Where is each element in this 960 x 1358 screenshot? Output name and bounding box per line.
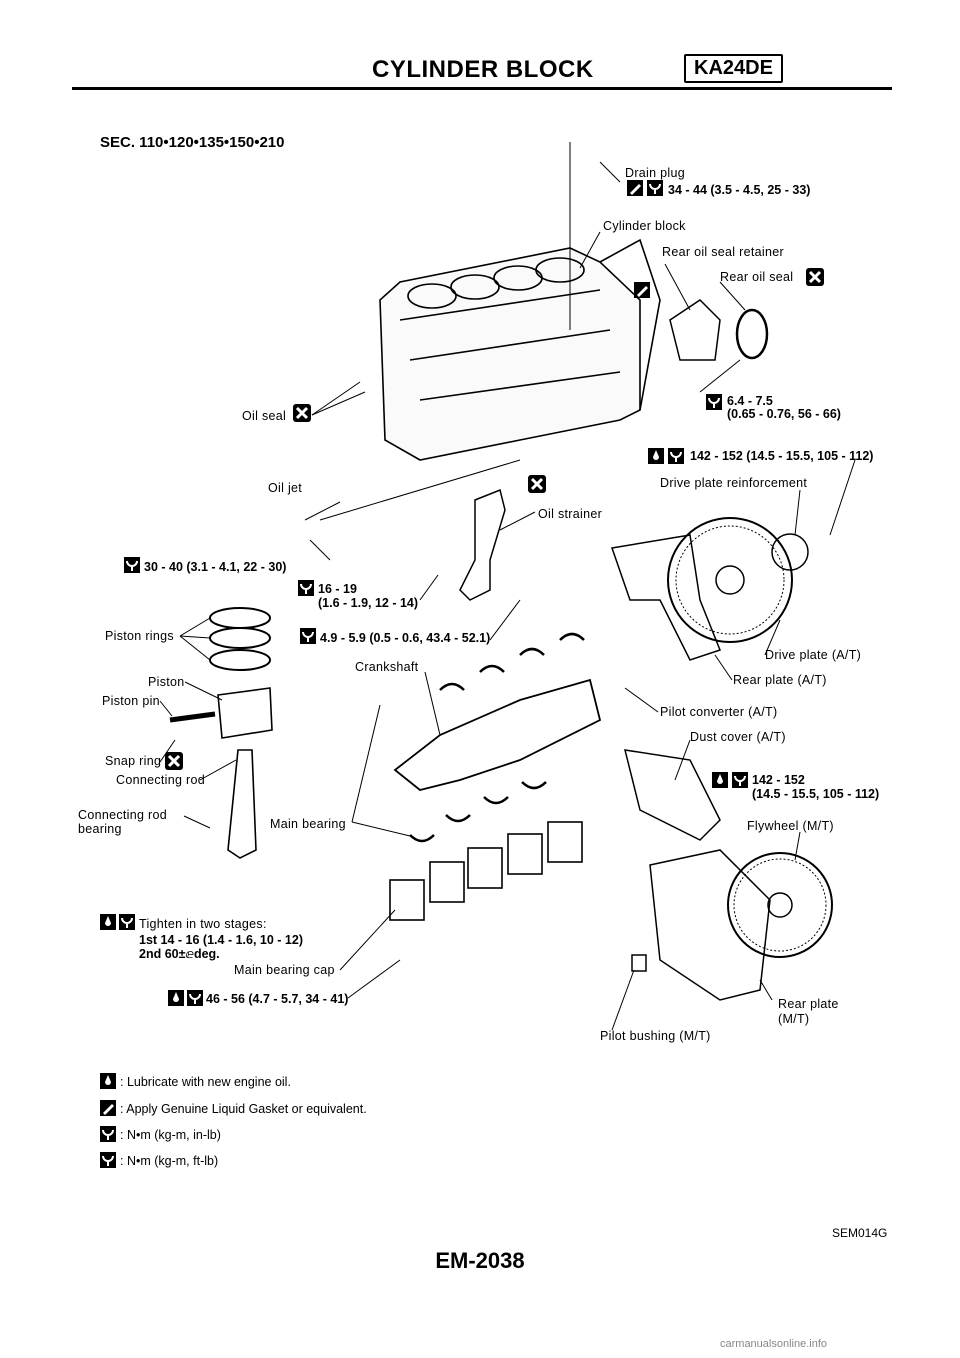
torque-oil-jet: 30 - 40 (3.1 - 4.1, 22 - 30)	[144, 560, 287, 574]
torque-wrench-icon	[646, 179, 664, 197]
label-drain-plug: Drain plug	[625, 166, 685, 180]
drive-plate-at	[667, 517, 809, 643]
oil-strainer	[459, 488, 506, 601]
label-pilot-bushing: Pilot bushing (M/T)	[600, 1029, 711, 1043]
main-bearing-caps	[389, 821, 583, 921]
label-connecting-rod-bearing-2: bearing	[78, 822, 122, 836]
rear-oil-seal-retainer	[669, 299, 721, 361]
oil-can-icon	[100, 914, 116, 930]
liquid-gasket-icon	[100, 1100, 116, 1116]
torque-flywheel-1: 142 - 152	[752, 773, 805, 787]
page-header: CYLINDER BLOCK KA24DE	[72, 52, 892, 88]
oil-can-icon	[712, 772, 728, 788]
label-piston-rings: Piston rings	[105, 629, 174, 643]
torque-strainer-2: (1.6 - 1.9, 12 - 14)	[318, 596, 419, 610]
crankshaft	[393, 678, 602, 791]
label-tighten-two-stages: Tighten in two stages:	[139, 917, 267, 931]
rear-plate-mt	[649, 849, 771, 1001]
model-badge: KA24DE	[684, 54, 783, 83]
torque-wrench-icon	[123, 556, 141, 574]
legend-item-torque-in-lb: : N•m (kg-m, in-lb)	[120, 1128, 221, 1142]
replace-part-icon	[804, 266, 826, 288]
torque-stage-1: 1st 14 - 16 (1.4 - 1.6, 10 - 12)	[139, 933, 303, 947]
torque-wrench-icon	[99, 1151, 117, 1169]
label-piston-pin: Piston pin	[102, 694, 160, 708]
label-rear-oil-seal-retainer: Rear oil seal retainer	[662, 245, 784, 259]
liquid-gasket-icon	[627, 180, 643, 196]
torque-drive-plate: 142 - 152 (14.5 - 15.5, 105 - 112)	[690, 449, 874, 463]
cylinder-block	[379, 238, 661, 461]
label-snap-ring: Snap ring	[105, 754, 162, 768]
label-oil-jet: Oil jet	[268, 481, 303, 495]
label-piston: Piston	[148, 675, 185, 689]
label-flywheel-mt: Flywheel (M/T)	[747, 819, 834, 833]
page-number: EM-2038	[435, 1248, 525, 1273]
pilot-bushing	[631, 954, 647, 972]
piston-rings	[209, 607, 271, 671]
replace-part-icon	[163, 750, 185, 772]
label-main-bearing-cap: Main bearing cap	[234, 963, 335, 977]
connecting-rod	[227, 749, 257, 859]
label-oil-strainer: Oil strainer	[538, 507, 603, 521]
watermark: carmanualsonline.info	[720, 1338, 828, 1350]
torque-wrench-icon	[99, 1125, 117, 1143]
torque-wrench-icon	[667, 447, 685, 465]
torque-wrench-icon	[731, 771, 749, 789]
oil-can-icon	[648, 448, 664, 464]
torque-main-cap: 46 - 56 (4.7 - 5.7, 34 - 41)	[206, 992, 349, 1006]
piston-pin	[169, 711, 216, 723]
legend-item-torque-ft-lb: : N•m (kg-m, ft-lb)	[120, 1154, 219, 1168]
torque-strainer-1: 16 - 19	[318, 582, 357, 596]
main-bearings	[409, 632, 585, 843]
leader-lines	[159, 142, 856, 1031]
label-rear-oil-seal: Rear oil seal	[720, 270, 794, 284]
label-connecting-rod-bearing-1: Connecting rod	[78, 808, 167, 822]
torque-wrench-icon	[297, 579, 315, 597]
label-rear-plate-at: Rear plate (A/T)	[733, 673, 827, 687]
torque-retainer-2: (0.65 - 0.76, 56 - 66)	[727, 407, 841, 421]
replace-part-icon	[291, 402, 313, 424]
label-rear-plate-mt-1: Rear plate	[778, 997, 839, 1011]
oil-can-icon	[168, 990, 184, 1006]
torque-drain-plug: 34 - 44 (3.5 - 4.5, 25 - 33)	[668, 183, 811, 197]
legend-item-lubricate: : Lubricate with new engine oil.	[120, 1075, 291, 1089]
replace-part-icon	[526, 473, 548, 495]
label-cylinder-block: Cylinder block	[603, 219, 686, 233]
piston	[217, 687, 273, 739]
label-pilot-converter: Pilot converter (A/T)	[660, 705, 778, 719]
torque-flywheel-2: (14.5 - 15.5, 105 - 112)	[752, 787, 880, 801]
torque-strainer-bolt: 4.9 - 5.9 (0.5 - 0.6, 43.4 - 52.1)	[320, 631, 491, 645]
label-connecting-rod: Connecting rod	[116, 773, 205, 787]
figure-id: SEM014G	[832, 1226, 888, 1240]
flywheel-mt	[727, 852, 833, 958]
label-oil-seal: Oil seal	[242, 409, 287, 423]
oil-can-icon	[100, 1073, 116, 1089]
dust-cover	[623, 749, 721, 841]
label-drive-plate-at: Drive plate (A/T)	[765, 648, 862, 662]
torque-wrench-icon	[299, 627, 317, 645]
label-drive-plate-reinforcement: Drive plate reinforcement	[660, 476, 808, 490]
legend-item-liquid-gasket: : Apply Genuine Liquid Gasket or equival…	[120, 1102, 367, 1116]
torque-wrench-icon	[186, 989, 204, 1007]
label-crankshaft: Crankshaft	[355, 660, 419, 674]
torque-retainer-1: 6.4 - 7.5	[727, 394, 773, 408]
rear-oil-seal	[735, 308, 769, 360]
liquid-gasket-icon	[634, 282, 650, 298]
torque-wrench-icon	[118, 913, 136, 931]
header-rule	[72, 87, 892, 90]
torque-stage-2: 2nd 60±ⅇdeg.	[139, 947, 220, 961]
section-code: SEC. 110•120•135•150•210	[100, 134, 285, 151]
rear-plate-at	[611, 534, 721, 661]
label-dust-cover: Dust cover (A/T)	[690, 730, 786, 744]
label-rear-plate-mt-2: (M/T)	[778, 1012, 810, 1026]
label-main-bearing: Main bearing	[270, 817, 346, 831]
torque-wrench-icon	[705, 393, 723, 411]
page-title: CYLINDER BLOCK	[372, 56, 594, 83]
